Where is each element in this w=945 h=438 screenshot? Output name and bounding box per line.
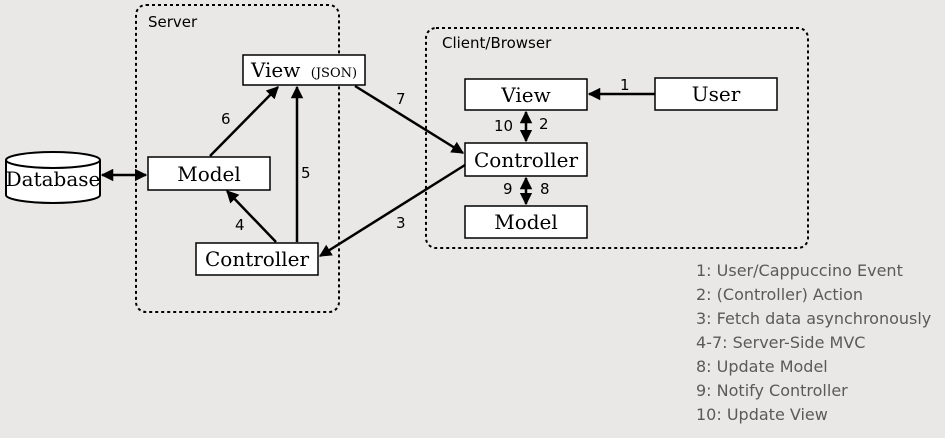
client-controller-label: Controller [474, 148, 578, 172]
database-cylinder: Database [5, 151, 101, 204]
client-group-frame [425, 27, 809, 249]
step-label-5: 5 [301, 164, 311, 182]
step-label-6: 6 [221, 110, 231, 128]
step-label-1: 1 [620, 76, 630, 94]
step-label-8: 8 [540, 180, 550, 198]
client-view-label: View [500, 83, 550, 107]
database-label: Database [6, 167, 101, 191]
legend-item: 2: (Controller) Action [696, 285, 863, 304]
client-model-label: Model [494, 210, 558, 234]
server-view-json-label: (JSON) [311, 66, 357, 81]
legend-item: 9: Notify Controller [696, 381, 848, 400]
legend-item: 3: Fetch data asynchronously [696, 309, 931, 328]
client-group-label: Client/Browser [442, 34, 552, 52]
legend-item: 1: User/Cappuccino Event [696, 261, 903, 280]
server-model-label: Model [177, 162, 241, 186]
client-model-box: Model [464, 205, 588, 239]
legend: 1: User/Cappuccino Event 2: (Controller)… [696, 261, 931, 424]
legend-item: 10: Update View [696, 405, 828, 424]
client-user-box: User [654, 77, 778, 111]
step-label-4: 4 [235, 216, 245, 234]
arrow-step-6 [209, 86, 279, 157]
step-label-10: 10 [494, 117, 513, 135]
server-controller-box: Controller [195, 242, 319, 276]
arrow-step-3 [318, 163, 466, 258]
client-view-box: View [464, 78, 588, 111]
step-label-2: 2 [539, 115, 549, 133]
client-controller-box: Controller [464, 142, 588, 177]
legend-item: 4-7: Server-Side MVC [696, 333, 865, 352]
step-label-3: 3 [396, 214, 406, 232]
server-view-label: View [250, 58, 300, 82]
arrow-step-4 [226, 190, 277, 243]
client-user-label: User [692, 82, 741, 106]
svg-text:View (JSON): View (JSON) [250, 58, 357, 82]
step-label-7: 7 [396, 90, 406, 108]
server-group-label: Server [148, 13, 198, 31]
server-model-box: Model [147, 156, 271, 191]
arrow-step-7 [354, 84, 465, 155]
server-controller-label: Controller [205, 247, 309, 271]
server-group-frame [135, 4, 340, 313]
step-label-9: 9 [503, 180, 513, 198]
legend-item: 8: Update Model [696, 357, 828, 376]
server-view-box: View (JSON) [242, 54, 366, 86]
